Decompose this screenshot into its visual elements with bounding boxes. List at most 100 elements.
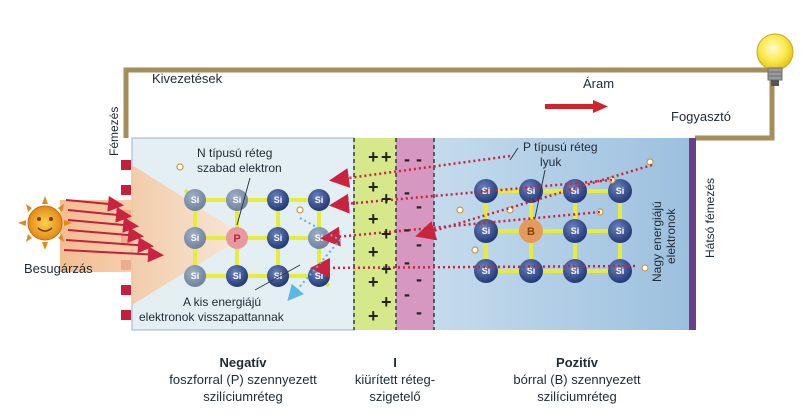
caption-negativ-line2: szilíciumréteg (203, 389, 282, 404)
label-hatso-femezes: Hátsó fémezés (703, 178, 717, 258)
svg-text:-: - (416, 234, 422, 254)
label-low-energy-1: A kis energiájú (183, 295, 261, 309)
si-atom: Si (308, 227, 330, 249)
svg-text:P: P (233, 233, 240, 245)
lightbulb-icon (756, 33, 794, 86)
label-aram: Áram (583, 76, 614, 91)
svg-text:-: - (404, 182, 410, 202)
si-atom: Si (563, 219, 587, 243)
depletion-minus-signs: - - - - - - - - - - (404, 149, 422, 322)
sun-icon (18, 196, 72, 250)
svg-text:Si: Si (527, 266, 536, 276)
svg-text:Si: Si (616, 266, 625, 276)
si-atom: Si (184, 189, 206, 211)
svg-text:Si: Si (482, 226, 491, 236)
svg-text:-: - (404, 219, 410, 239)
depletion-plus-signs: + + + + + + + + + + + (368, 147, 392, 326)
svg-text:-: - (416, 269, 422, 289)
caption-i-title: I (393, 355, 397, 370)
svg-text:-: - (404, 284, 410, 304)
svg-text:Si: Si (482, 266, 491, 276)
label-fogyaszto: Fogyasztó (671, 109, 731, 124)
label-p-layer-1: P típusú réteg (523, 140, 598, 154)
svg-text:Si: Si (274, 271, 283, 281)
svg-text:-: - (416, 302, 422, 322)
high-energy-electron-paths (310, 154, 653, 278)
svg-text:+: + (368, 242, 379, 262)
light-beam (60, 165, 245, 305)
si-atom: Si (267, 227, 289, 249)
svg-text:+: + (368, 306, 379, 326)
svg-text:+: + (381, 292, 392, 312)
back-metallization (689, 138, 696, 330)
si-atom: Si (563, 179, 587, 203)
si-atom: Si (226, 189, 248, 211)
svg-text:Si: Si (274, 195, 283, 205)
svg-text:+: + (381, 147, 392, 167)
svg-text:Si: Si (191, 271, 200, 281)
svg-text:+: + (381, 224, 392, 244)
caption-i-line2: szigetelő (369, 389, 420, 404)
svg-text:+: + (381, 259, 392, 279)
svg-text:Si: Si (571, 266, 580, 276)
caption-pozitiv-line1: bórral (B) szennyezett (513, 372, 641, 387)
label-n-layer-2: szabad elektron (197, 161, 282, 175)
label-n-layer-1: N típusú réteg (197, 146, 272, 160)
si-atom: Si (563, 259, 587, 283)
label-high-energy-2: elektronok (664, 208, 678, 264)
label-p-layer-2: lyuk (540, 155, 562, 169)
caption-negativ-line1: foszforral (P) szennyezett (169, 372, 317, 387)
svg-text:Si: Si (233, 271, 242, 281)
svg-text:Si: Si (527, 186, 536, 196)
svg-text:+: + (381, 189, 392, 209)
svg-text:Si: Si (616, 186, 625, 196)
circuit-wire (123, 67, 775, 141)
svg-text:+: + (368, 177, 379, 197)
svg-text:+: + (368, 272, 379, 292)
svg-text:Si: Si (191, 233, 200, 243)
label-kivezetesek: Kivezetések (152, 71, 223, 86)
svg-text:Si: Si (315, 233, 324, 243)
low-energy-electron-paths (287, 217, 342, 302)
svg-text:Si: Si (315, 195, 324, 205)
si-atom: Si (519, 259, 543, 283)
svg-text:B: B (527, 226, 535, 238)
si-atom: Si (608, 219, 632, 243)
annotation-pointers (236, 147, 546, 291)
radiation-arrows (63, 195, 164, 263)
si-atom: Si (308, 189, 330, 211)
depletion-minus-column (396, 138, 434, 330)
caption-pozitiv-title: Pozitív (556, 355, 599, 370)
si-atom: Si (267, 265, 289, 287)
si-atom: Si (608, 259, 632, 283)
si-atom: Si (226, 265, 248, 287)
boron-atom: B (519, 219, 543, 243)
label-high-energy-1: Nagy energiájú (650, 201, 664, 282)
si-atom: Si (474, 219, 498, 243)
si-atom: Si (184, 265, 206, 287)
current-arrow-icon (545, 100, 608, 113)
svg-text:-: - (416, 196, 422, 216)
svg-text:Si: Si (616, 226, 625, 236)
svg-text:Si: Si (571, 226, 580, 236)
caption-i-line1: kiürített réteg- (355, 372, 435, 387)
carrier-dots (176, 158, 654, 272)
svg-text:Si: Si (315, 271, 324, 281)
svg-text:-: - (404, 149, 410, 169)
svg-text:-: - (416, 149, 422, 169)
svg-text:+: + (368, 147, 379, 167)
svg-text:Si: Si (571, 186, 580, 196)
caption-pozitiv-line2: szilíciumréteg (537, 389, 616, 404)
si-atom: Si (519, 179, 543, 203)
svg-text:Si: Si (274, 233, 283, 243)
svg-text:Si: Si (191, 195, 200, 205)
phosphorus-atom: P (226, 227, 248, 249)
caption-negativ-title: Negatív (220, 355, 268, 370)
label-femezes: Fémezés (107, 107, 121, 156)
svg-text:Si: Si (233, 195, 242, 205)
label-low-energy-2: elektronok visszapattannak (139, 310, 285, 324)
si-atom: Si (184, 227, 206, 249)
svg-text:+: + (368, 209, 379, 229)
